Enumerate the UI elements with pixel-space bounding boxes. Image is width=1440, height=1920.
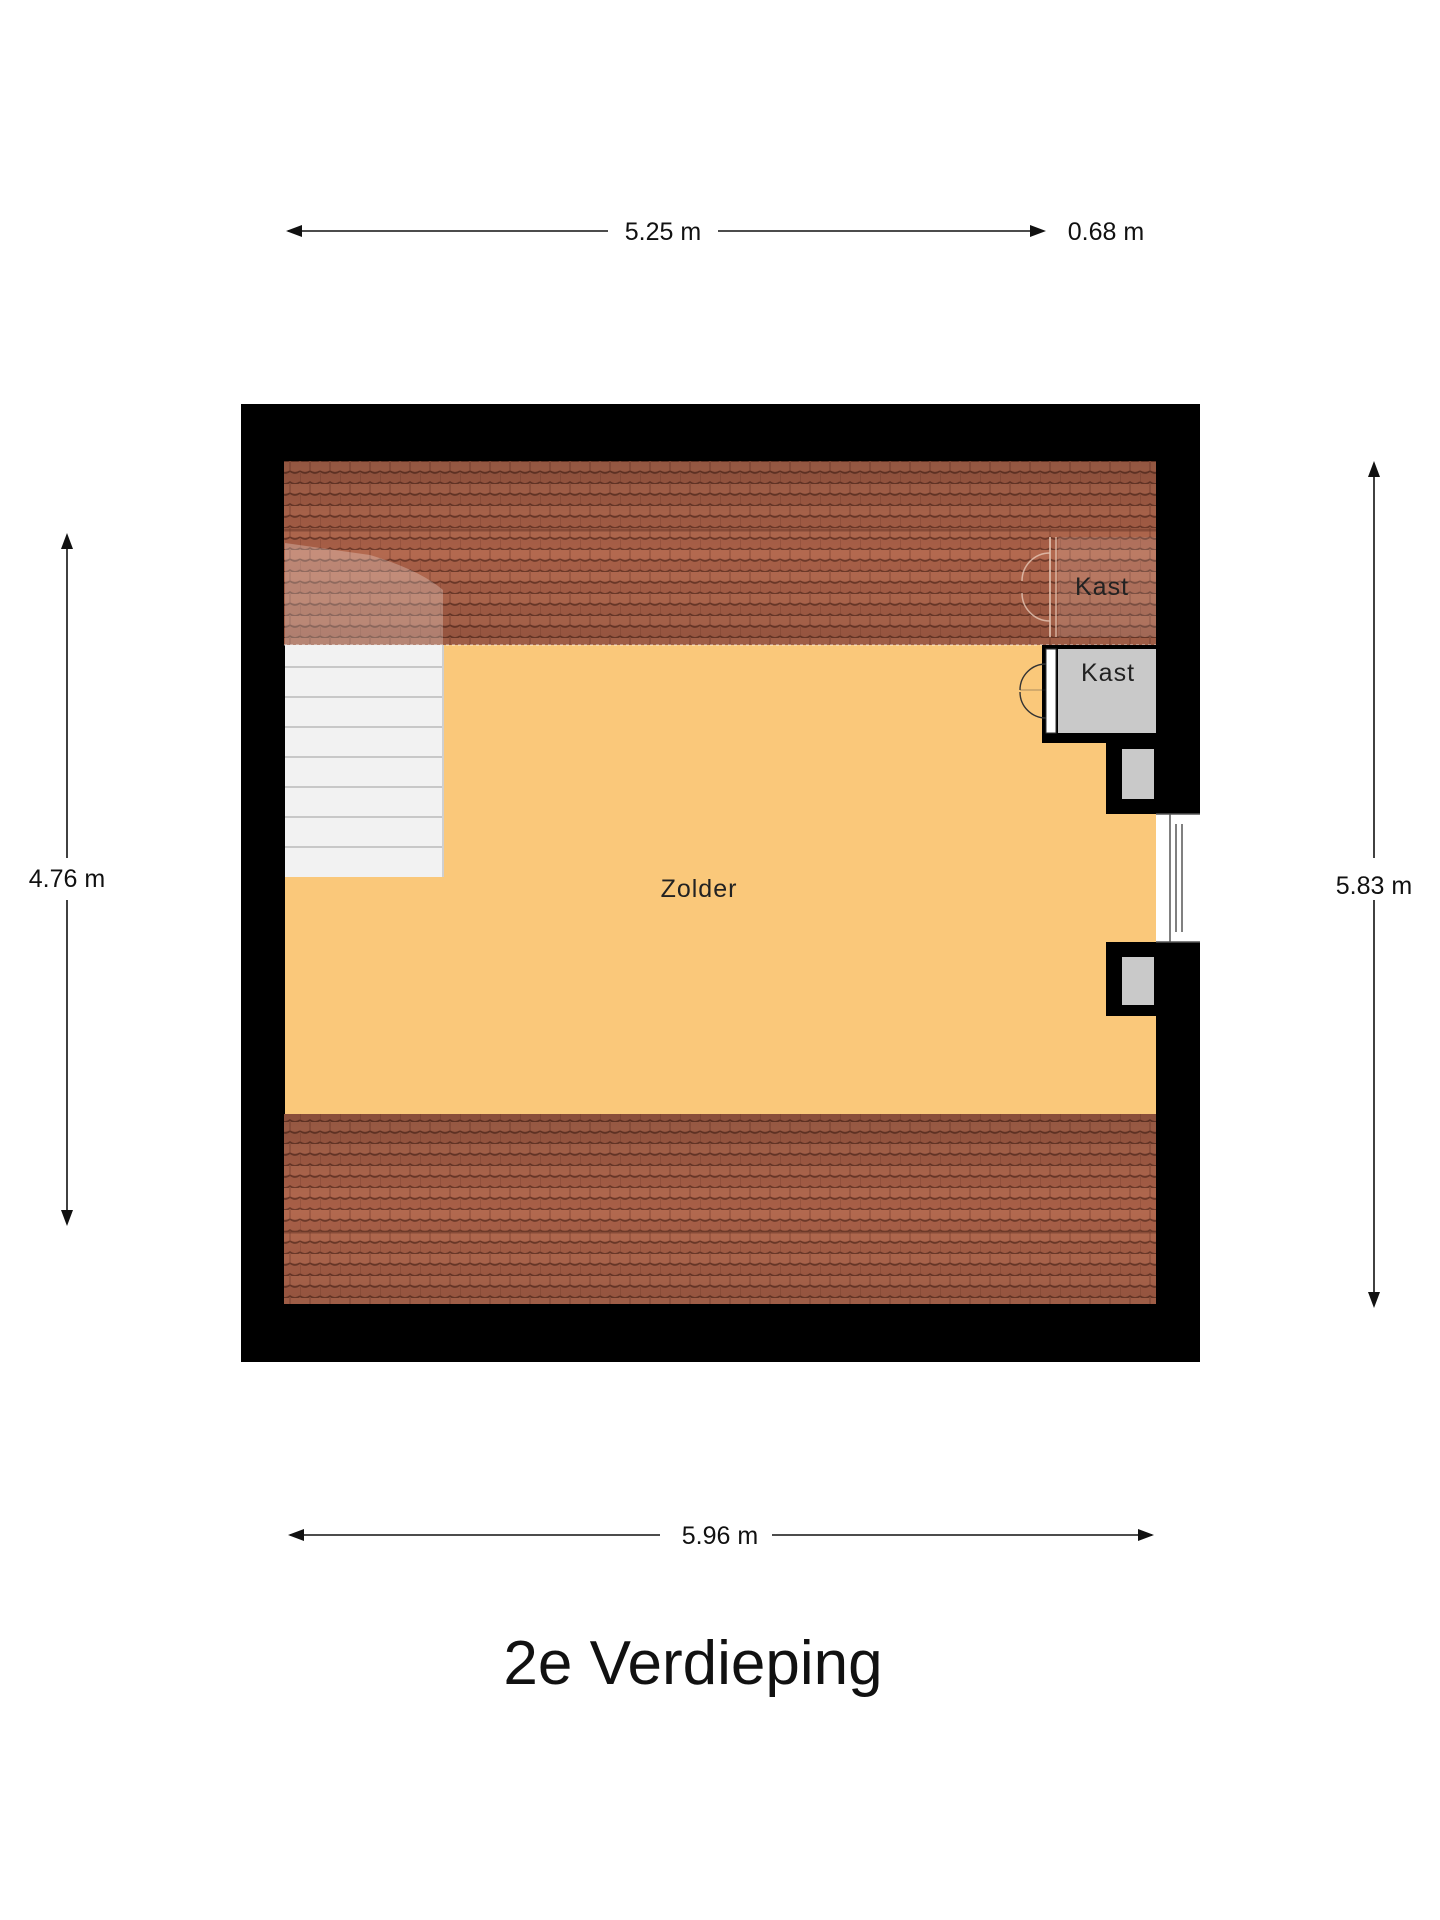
closet-lower: Kast [1019,645,1156,743]
closet-upper-label: Kast [1075,573,1129,601]
roof-slope-bottom [284,1114,1156,1304]
dimension-top-extra-label: 0.68 m [1068,218,1144,246]
dimension-top-main-label: 5.25 m [625,218,701,246]
window-right [1156,813,1200,943]
dimension-right-label: 5.83 m [1336,872,1412,900]
roof-slope-top [284,461,1156,646]
closet-upper: Kast [1021,537,1156,637]
dimension-right: 5.83 m [1336,461,1412,1308]
dimension-bottom: 5.96 m [288,1522,1154,1550]
dimension-left: 4.76 m [29,533,105,1226]
room-label-zolder: Zolder [661,875,738,903]
dimension-top-extra: 0.68 m [1068,218,1144,246]
floor-title: 2e Verdieping [503,1629,882,1698]
dimension-left-label: 4.76 m [29,865,105,893]
staircase [285,543,444,877]
dimension-top-main: 5.25 m [286,218,1046,246]
pillar-lower [1106,942,1156,1016]
closet-lower-label: Kast [1081,659,1135,687]
dimension-bottom-label: 5.96 m [682,1522,758,1550]
pillar-upper [1106,742,1156,814]
